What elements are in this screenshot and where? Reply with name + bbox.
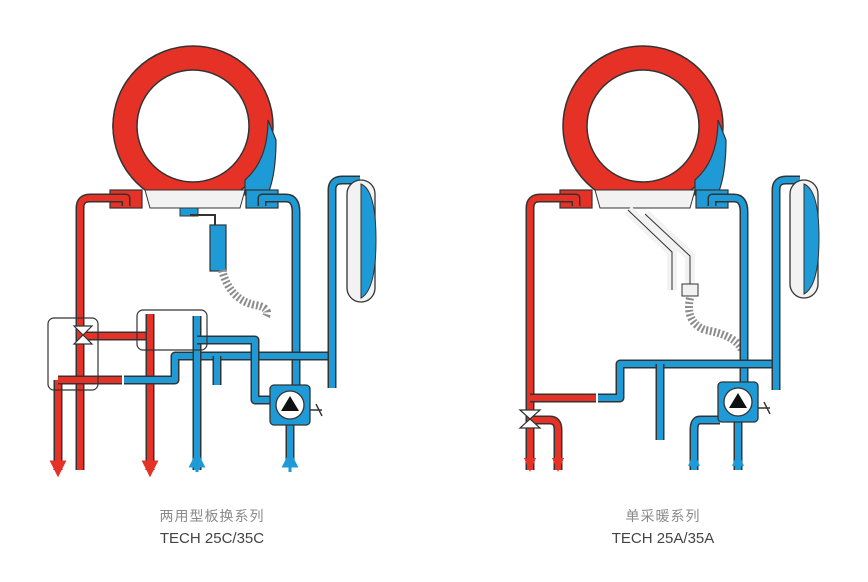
heating-model: TECH 25A/35A xyxy=(611,530,715,547)
combi-subtitle: 两用型板换系列 xyxy=(159,509,265,525)
diverter-valve xyxy=(518,409,542,429)
heating-boiler-diagram xyxy=(518,45,820,472)
return-pipes xyxy=(598,175,800,470)
return-pipes xyxy=(124,175,360,470)
combi-boiler-diagram xyxy=(47,45,377,478)
heating-subtitle: 单采暖系列 xyxy=(625,509,701,525)
outlet-arrows xyxy=(524,452,744,472)
combi-model: TECH 25C/35C xyxy=(159,530,265,547)
expansion-vessel xyxy=(346,179,377,303)
circulation-pump xyxy=(269,384,323,426)
hot-pipes xyxy=(53,193,155,470)
gas-valve-assembly xyxy=(190,214,271,321)
combi-caption: 两用型板换系列 TECH 25C/35C xyxy=(62,506,362,547)
plate-exchanger xyxy=(47,309,208,391)
outlet-arrows xyxy=(49,450,299,478)
heat-exchanger xyxy=(559,45,729,209)
hot-pipes xyxy=(525,193,596,470)
heat-exchanger xyxy=(109,45,279,217)
heating-caption: 单采暖系列 TECH 25A/35A xyxy=(513,506,813,547)
gas-valve-assembly xyxy=(624,206,746,352)
expansion-vessel xyxy=(789,179,820,299)
circulation-pump xyxy=(717,381,771,423)
